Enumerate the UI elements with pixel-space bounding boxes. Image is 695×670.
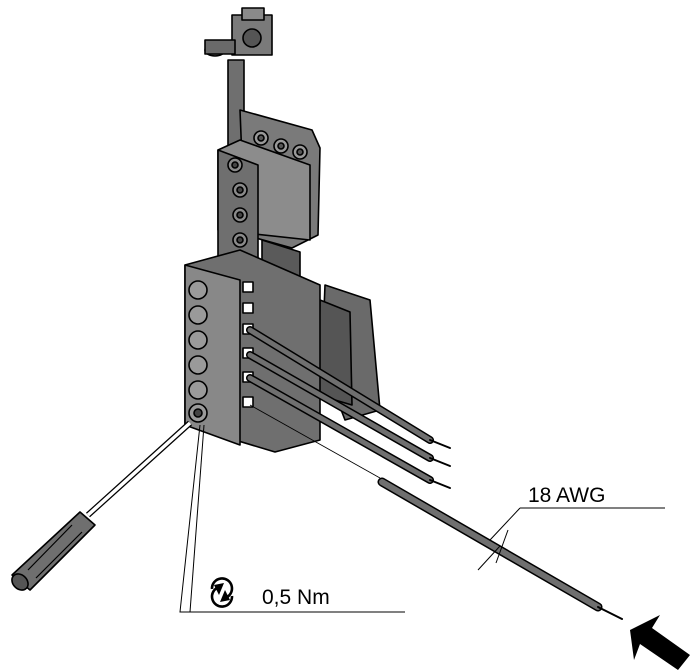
wire-3 [246,374,451,489]
gauge-callout [477,507,665,571]
terminal-block [184,249,321,453]
inserted-wire [377,477,623,620]
torque-callout [179,424,405,613]
torque-label: 0,5 Nm [262,586,330,609]
dimension-arrow [495,529,509,564]
insert-arrow-icon [630,615,690,670]
insertion-guide-line [249,404,381,479]
installed-wires [246,326,451,489]
top-latch [204,7,273,151]
device-drawing [11,7,623,620]
wire-2 [246,351,451,467]
wire-1 [246,326,451,449]
screw-column [188,280,208,423]
rotation-arrows-icon [210,577,234,608]
torque-leader-line [179,424,405,613]
screwdriver [11,420,193,591]
wire-gauge-label: 18 AWG [528,484,605,507]
